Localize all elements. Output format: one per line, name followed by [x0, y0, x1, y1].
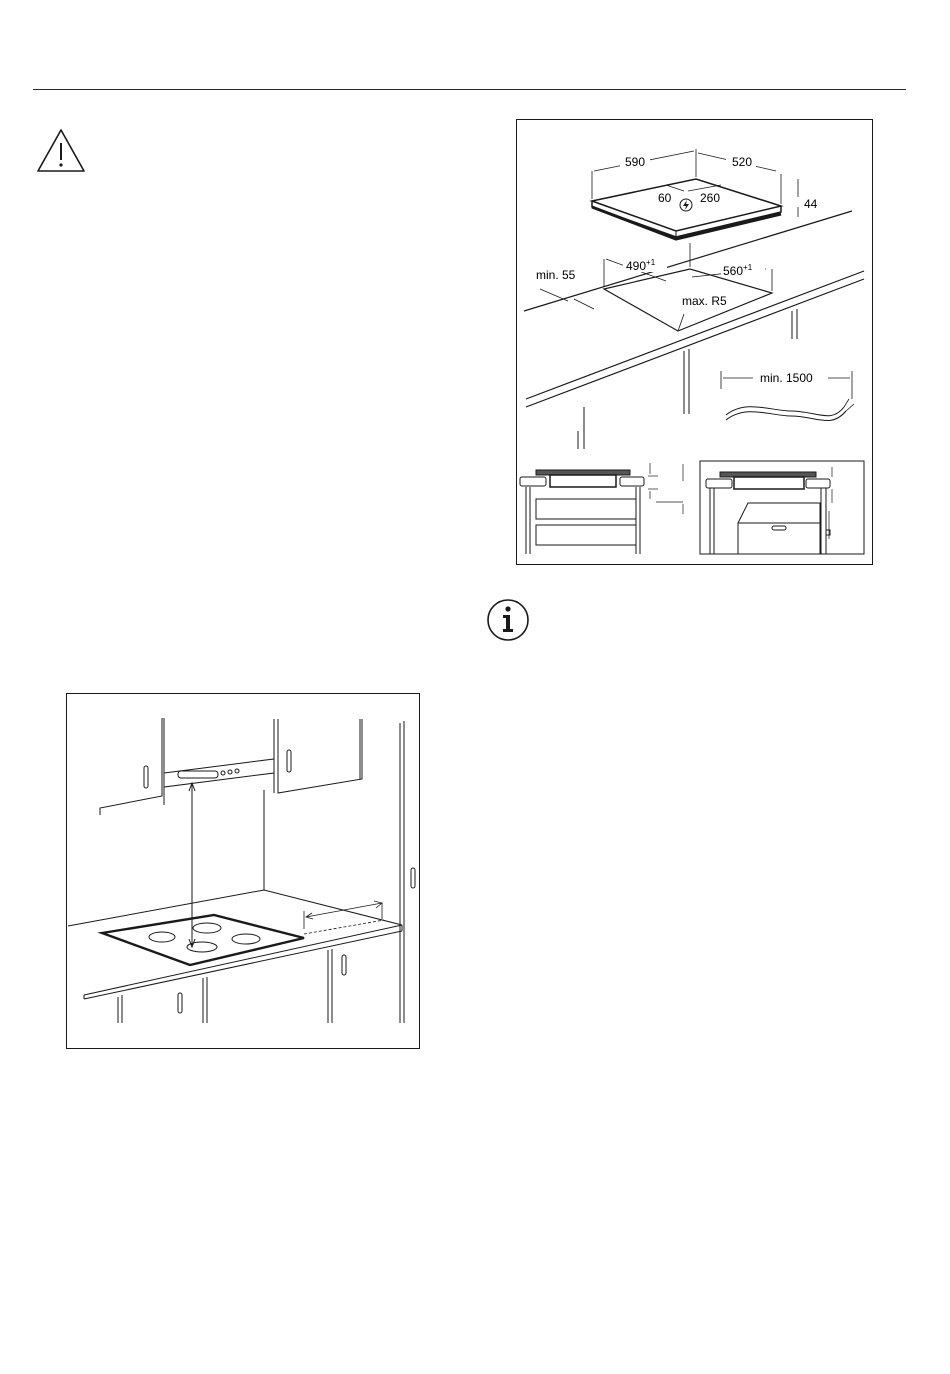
- hob-width-label: 590: [625, 155, 645, 169]
- power-symbol-icon: [680, 199, 692, 211]
- warning-triangle-icon: [36, 128, 86, 174]
- conn-depth-label: 260: [700, 191, 720, 205]
- cable-min-label: min. 1500: [760, 371, 813, 385]
- kitchen-installation-figure: [66, 693, 420, 1049]
- radius-label: max. R5: [682, 294, 727, 308]
- hob-depth-label: 520: [732, 155, 752, 169]
- header-rule: [33, 89, 906, 90]
- edge-min-label: min. 55: [536, 268, 576, 282]
- conn-offset-label: 60: [658, 191, 672, 205]
- info-icon: [486, 598, 530, 642]
- hob-height-label: 44: [804, 197, 818, 211]
- installation-dimensions-figure: 590 520 44 60 260 490+1 560+1 min. 55 ma…: [516, 119, 873, 565]
